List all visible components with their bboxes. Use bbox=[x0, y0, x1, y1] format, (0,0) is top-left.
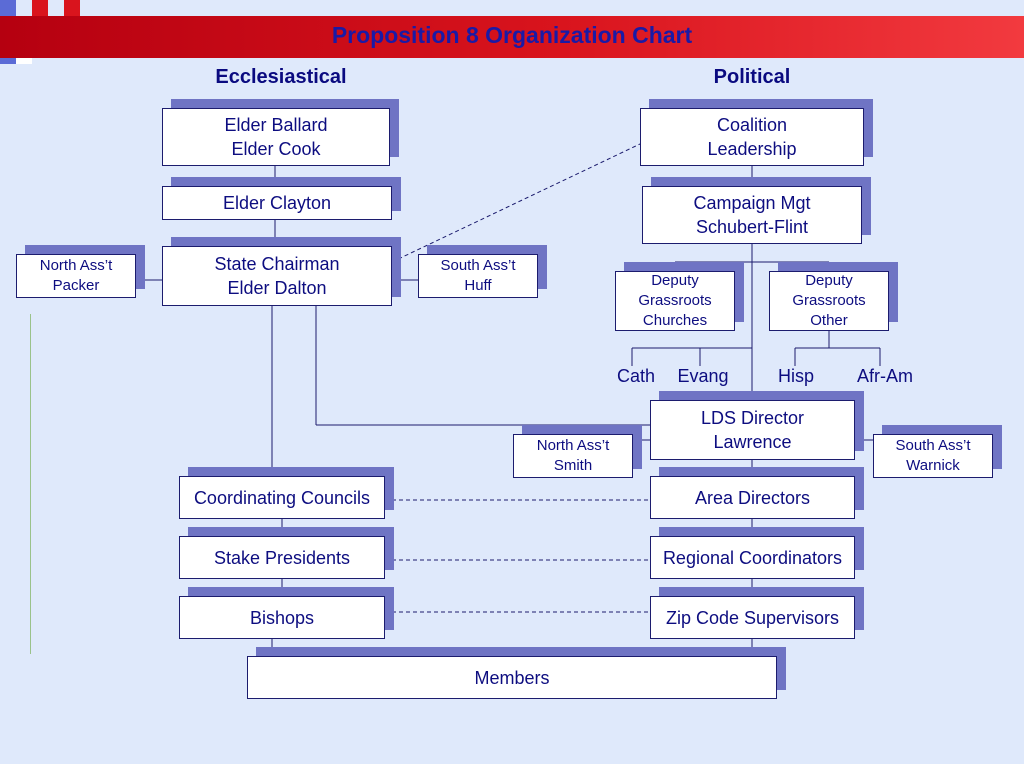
node-deputy-other: Deputy Grassroots Other bbox=[769, 271, 889, 331]
node-members: Members bbox=[247, 656, 777, 699]
decorative-divider bbox=[30, 314, 31, 654]
node-label: State Chairman Elder Dalton bbox=[214, 254, 340, 298]
node-label: Stake Presidents bbox=[213, 547, 351, 568]
corner-square bbox=[64, 0, 80, 16]
node-smith: North Ass’t Smith bbox=[513, 434, 633, 478]
node-huff: South Ass’t Huff bbox=[418, 254, 538, 298]
node-campaign: Campaign Mgt Schubert-Flint bbox=[642, 186, 862, 244]
leaf-cath: Cath bbox=[616, 366, 656, 386]
leaf-afr-am: Afr-Am bbox=[857, 366, 913, 386]
node-stake-presidents: Stake Presidents bbox=[179, 536, 385, 579]
title-banner bbox=[0, 16, 1024, 58]
node-label: Campaign Mgt Schubert-Flint bbox=[693, 193, 811, 237]
corner-square bbox=[32, 0, 48, 16]
node-deputy-churches: Deputy Grassroots Churches bbox=[615, 271, 735, 331]
leaf-evang: Evang bbox=[677, 366, 729, 386]
node-coordinating-councils: Coordinating Councils bbox=[179, 476, 385, 519]
node-clayton: Elder Clayton bbox=[162, 186, 392, 220]
node-label: Regional Coordinators bbox=[662, 547, 843, 568]
node-label: Elder Clayton bbox=[222, 193, 332, 213]
heading-ecclesiastical: Ecclesiastical bbox=[215, 66, 347, 88]
node-label: Area Directors bbox=[694, 487, 811, 508]
node-coalition: Coalition Leadership bbox=[640, 108, 864, 166]
node-dalton: State Chairman Elder Dalton bbox=[162, 246, 392, 306]
node-label: Elder Ballard Elder Cook bbox=[224, 115, 328, 159]
node-label: Deputy Grassroots Other bbox=[792, 272, 866, 329]
node-label: Coalition Leadership bbox=[707, 115, 797, 159]
node-label: LDS Director Lawrence bbox=[700, 408, 805, 452]
corner-square bbox=[0, 0, 16, 16]
node-label: Deputy Grassroots Churches bbox=[638, 272, 712, 329]
node-zip-supervisors: Zip Code Supervisors bbox=[650, 596, 855, 639]
node-label: Coordinating Councils bbox=[193, 487, 371, 508]
node-label: South Ass’t Warnick bbox=[895, 437, 971, 474]
node-warnick: South Ass’t Warnick bbox=[873, 434, 993, 478]
node-label: North Ass’t Packer bbox=[39, 257, 113, 294]
node-label: Zip Code Supervisors bbox=[665, 607, 840, 628]
node-area-directors: Area Directors bbox=[650, 476, 855, 519]
node-label: North Ass’t Smith bbox=[536, 437, 610, 474]
node-label: Bishops bbox=[249, 607, 315, 628]
node-label: South Ass’t Huff bbox=[440, 257, 516, 294]
node-packer: North Ass’t Packer bbox=[16, 254, 136, 298]
heading-political: Political bbox=[713, 66, 791, 88]
node-regional-coordinators: Regional Coordinators bbox=[650, 536, 855, 579]
page-title: Proposition 8 Organization Chart bbox=[331, 22, 693, 48]
leaf-hisp: Hisp bbox=[777, 366, 814, 386]
node-label: Members bbox=[474, 667, 550, 688]
node-ballard-cook: Elder Ballard Elder Cook bbox=[162, 108, 390, 166]
node-bishops: Bishops bbox=[179, 596, 385, 639]
node-lds-director: LDS Director Lawrence bbox=[650, 400, 855, 460]
